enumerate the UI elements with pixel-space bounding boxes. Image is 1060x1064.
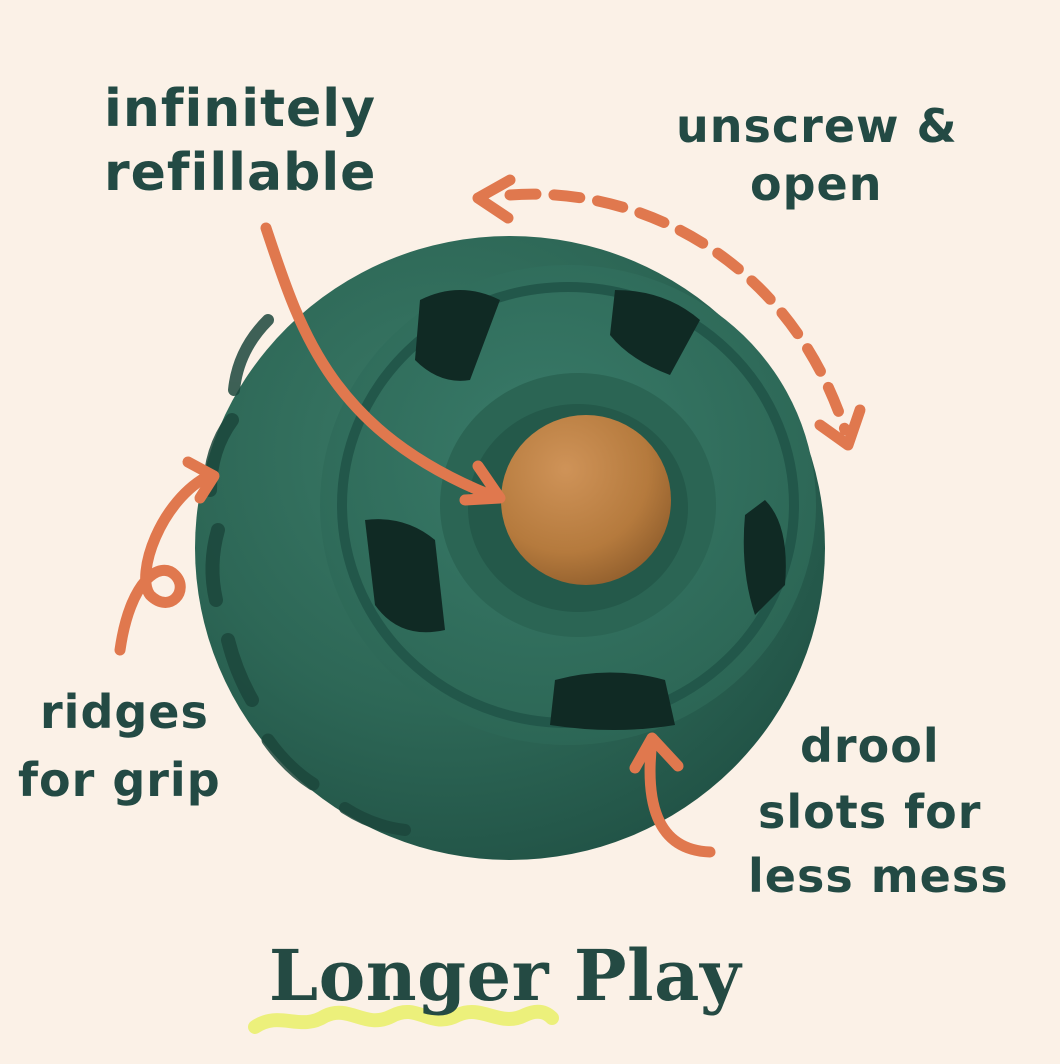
svg-text:open: open	[750, 157, 882, 211]
page-title: Longer Play	[269, 934, 743, 1017]
title-block: Longer Play	[248, 934, 743, 1034]
label-drool: drool slots for less mess	[748, 719, 1009, 903]
refillable-arrow	[260, 222, 506, 506]
svg-text:infinitely: infinitely	[104, 79, 376, 139]
svg-text:ridges: ridges	[40, 685, 209, 739]
label-ridges: ridges for grip	[18, 685, 221, 807]
treat-icon	[501, 415, 671, 585]
svg-text:for grip: for grip	[18, 753, 221, 807]
drool-arrow	[629, 732, 716, 858]
svg-text:less mess: less mess	[748, 849, 1009, 903]
squiggle-underline-icon	[248, 1004, 559, 1034]
label-refillable: infinitely refillable	[104, 79, 376, 203]
ridges	[203, 314, 411, 836]
svg-text:refillable: refillable	[104, 143, 376, 203]
label-unscrew: unscrew & open	[676, 99, 958, 211]
svg-text:slots for: slots for	[758, 785, 981, 839]
drool-slots	[365, 290, 786, 730]
ridges-arrow	[114, 456, 220, 656]
svg-text:drool: drool	[800, 719, 940, 773]
unscrew-arrow	[472, 174, 866, 451]
treat-ball-icon	[195, 236, 825, 860]
svg-text:unscrew &: unscrew &	[676, 99, 958, 153]
